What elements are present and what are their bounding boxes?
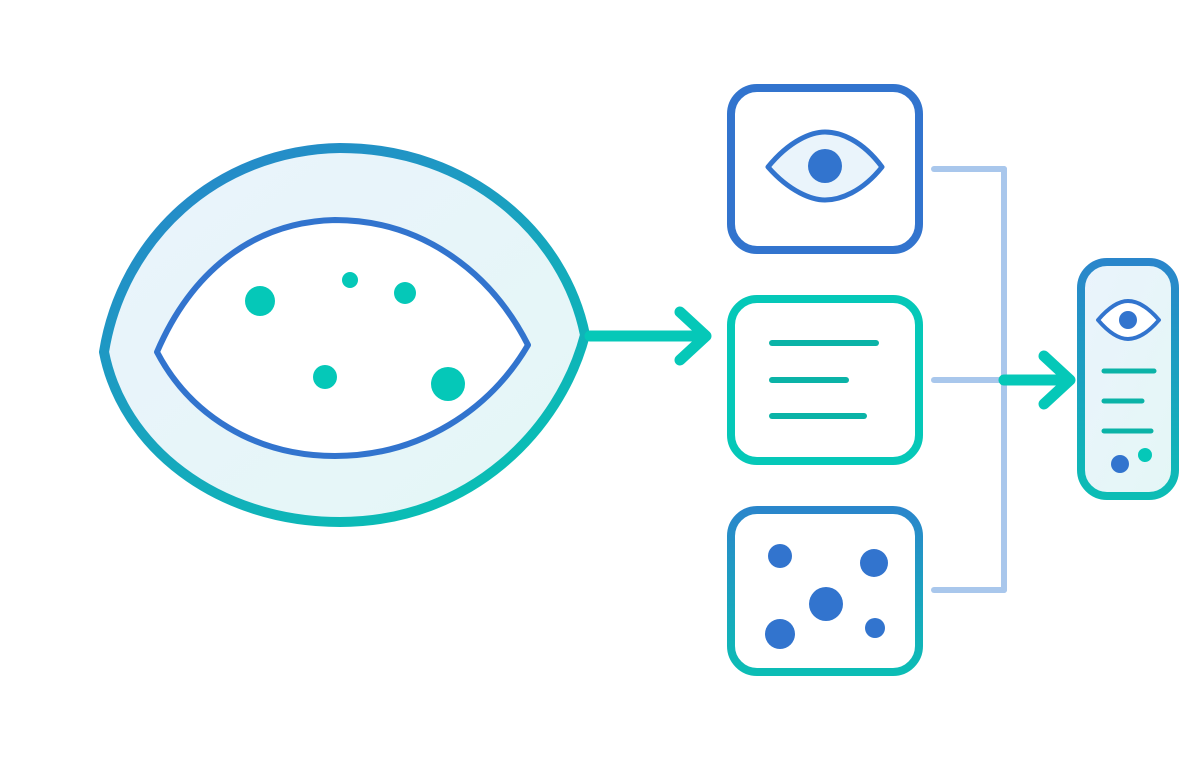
source-dot: [313, 365, 337, 389]
dots-icon: [765, 544, 888, 649]
text-lines-icon: [769, 340, 879, 419]
source-dots: [245, 272, 465, 401]
source-dot: [342, 272, 358, 288]
result-dots-icon: [1111, 448, 1152, 473]
source-dot: [394, 282, 416, 304]
arrow-source-to-panels: [584, 306, 712, 366]
arrow-panels-to-result: [998, 350, 1076, 410]
result-text-lines-icon: [1101, 368, 1157, 434]
source-dot: [245, 286, 275, 316]
eye-icon: [765, 129, 885, 203]
source-eye-icon: [99, 143, 590, 527]
connector-bracket: [931, 166, 1007, 593]
result-eye-icon: [1096, 299, 1161, 341]
panel-eye: [727, 84, 923, 254]
source-eye-inner-lens: [154, 217, 531, 459]
result-summary-card: [1077, 258, 1179, 500]
panel-text: [727, 295, 923, 465]
panel-dots: [727, 506, 923, 676]
source-dot: [431, 367, 465, 401]
